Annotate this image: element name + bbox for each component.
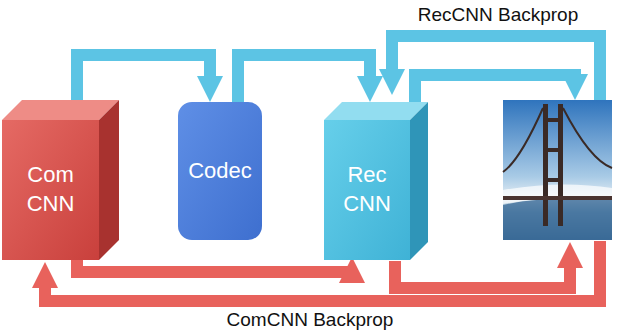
bridge-deck <box>503 196 612 200</box>
bridge-crossbar <box>543 148 563 152</box>
node-face: Codec <box>178 102 262 240</box>
node-label: Com CNN <box>16 161 86 218</box>
bridge-cable <box>563 108 612 168</box>
node-face: Com CNN <box>2 120 99 260</box>
bridge-crossbar <box>543 178 563 182</box>
node-face: Rec CNN <box>324 120 410 260</box>
cube-top <box>324 102 428 120</box>
flow-arrow <box>77 55 210 100</box>
cnn-cube: Rec CNN <box>324 102 428 260</box>
bridge-tower <box>558 104 563 226</box>
backprop-arrow <box>392 36 600 100</box>
annotation-label: ComCNN Backprop <box>227 309 394 331</box>
bridge-crossbar <box>543 118 563 122</box>
flow-arrow <box>238 55 370 102</box>
photo-fog <box>503 184 612 204</box>
box-fill <box>178 102 262 240</box>
backprop-arrow <box>45 241 600 301</box>
cube-front <box>324 120 410 260</box>
photo-sky <box>503 100 612 240</box>
node-label: Rec CNN <box>332 161 402 218</box>
cube-top <box>2 100 119 120</box>
layout-arrows <box>45 36 600 301</box>
bridge-photo <box>503 100 612 240</box>
cube-front <box>2 120 99 260</box>
cube-side <box>410 102 428 260</box>
flow-arrow <box>415 75 575 102</box>
cnn-cube: Com CNN <box>2 100 119 260</box>
node-label: Codec <box>188 157 252 186</box>
photo-water <box>503 199 612 240</box>
cube-side <box>99 100 119 260</box>
annotation-label: RecCNN Backprop <box>418 4 579 26</box>
bridge-tower <box>543 104 548 226</box>
bridge-cable <box>503 108 543 172</box>
flow-arrow <box>77 260 352 272</box>
flow-arrow <box>395 256 570 288</box>
codec-box: Codec <box>178 102 262 240</box>
